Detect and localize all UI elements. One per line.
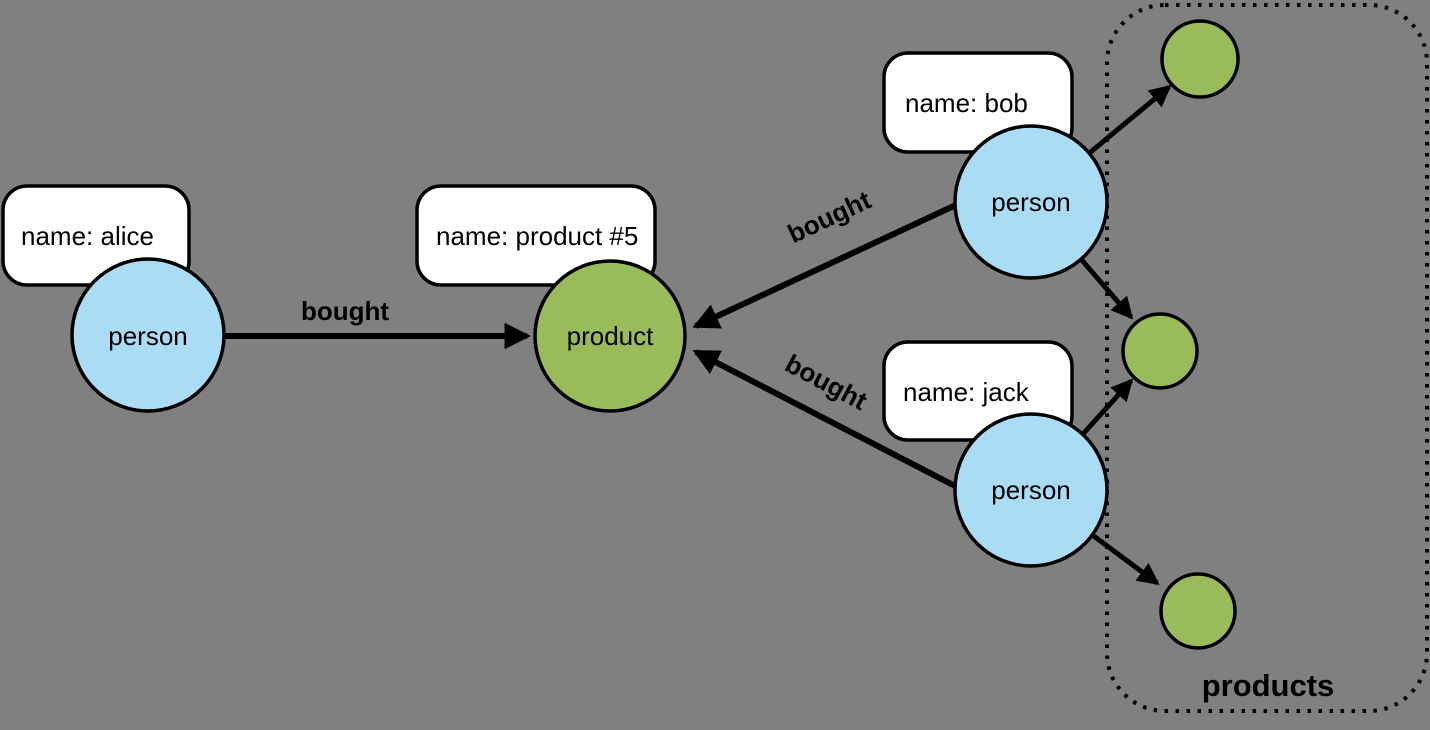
edge-jack-product-bottom <box>1089 531 1160 586</box>
node-alice <box>70 257 226 413</box>
node-bob <box>953 124 1109 280</box>
node-product-bottom <box>1159 572 1237 650</box>
node-product-middle <box>1121 312 1199 390</box>
node-product5 <box>533 259 687 413</box>
edge-bob-product-middle <box>1078 256 1134 320</box>
node-product-top <box>1160 19 1240 99</box>
property-label-bob: name: bob <box>905 88 1028 118</box>
property-label-product: name: product #5 <box>436 221 638 251</box>
node-label-product5: product <box>567 321 654 351</box>
edge-jack-bought-product <box>692 349 959 490</box>
edge-bob-product-top <box>1085 84 1172 157</box>
edge-label-alice-bought: bought <box>301 296 389 326</box>
property-box-product <box>415 184 657 287</box>
node-jack <box>953 412 1109 568</box>
node-label-bob: person <box>991 187 1071 217</box>
property-label-jack: name: jack <box>903 377 1030 407</box>
products-group-outline <box>1105 3 1429 713</box>
property-label-alice: name: alice <box>21 221 154 251</box>
node-label-jack: person <box>991 475 1071 505</box>
edge-bob-bought-product <box>692 201 960 329</box>
edge-jack-product-middle <box>1080 378 1134 437</box>
products-group-label: products <box>1202 668 1335 703</box>
node-label-alice: person <box>108 321 188 351</box>
